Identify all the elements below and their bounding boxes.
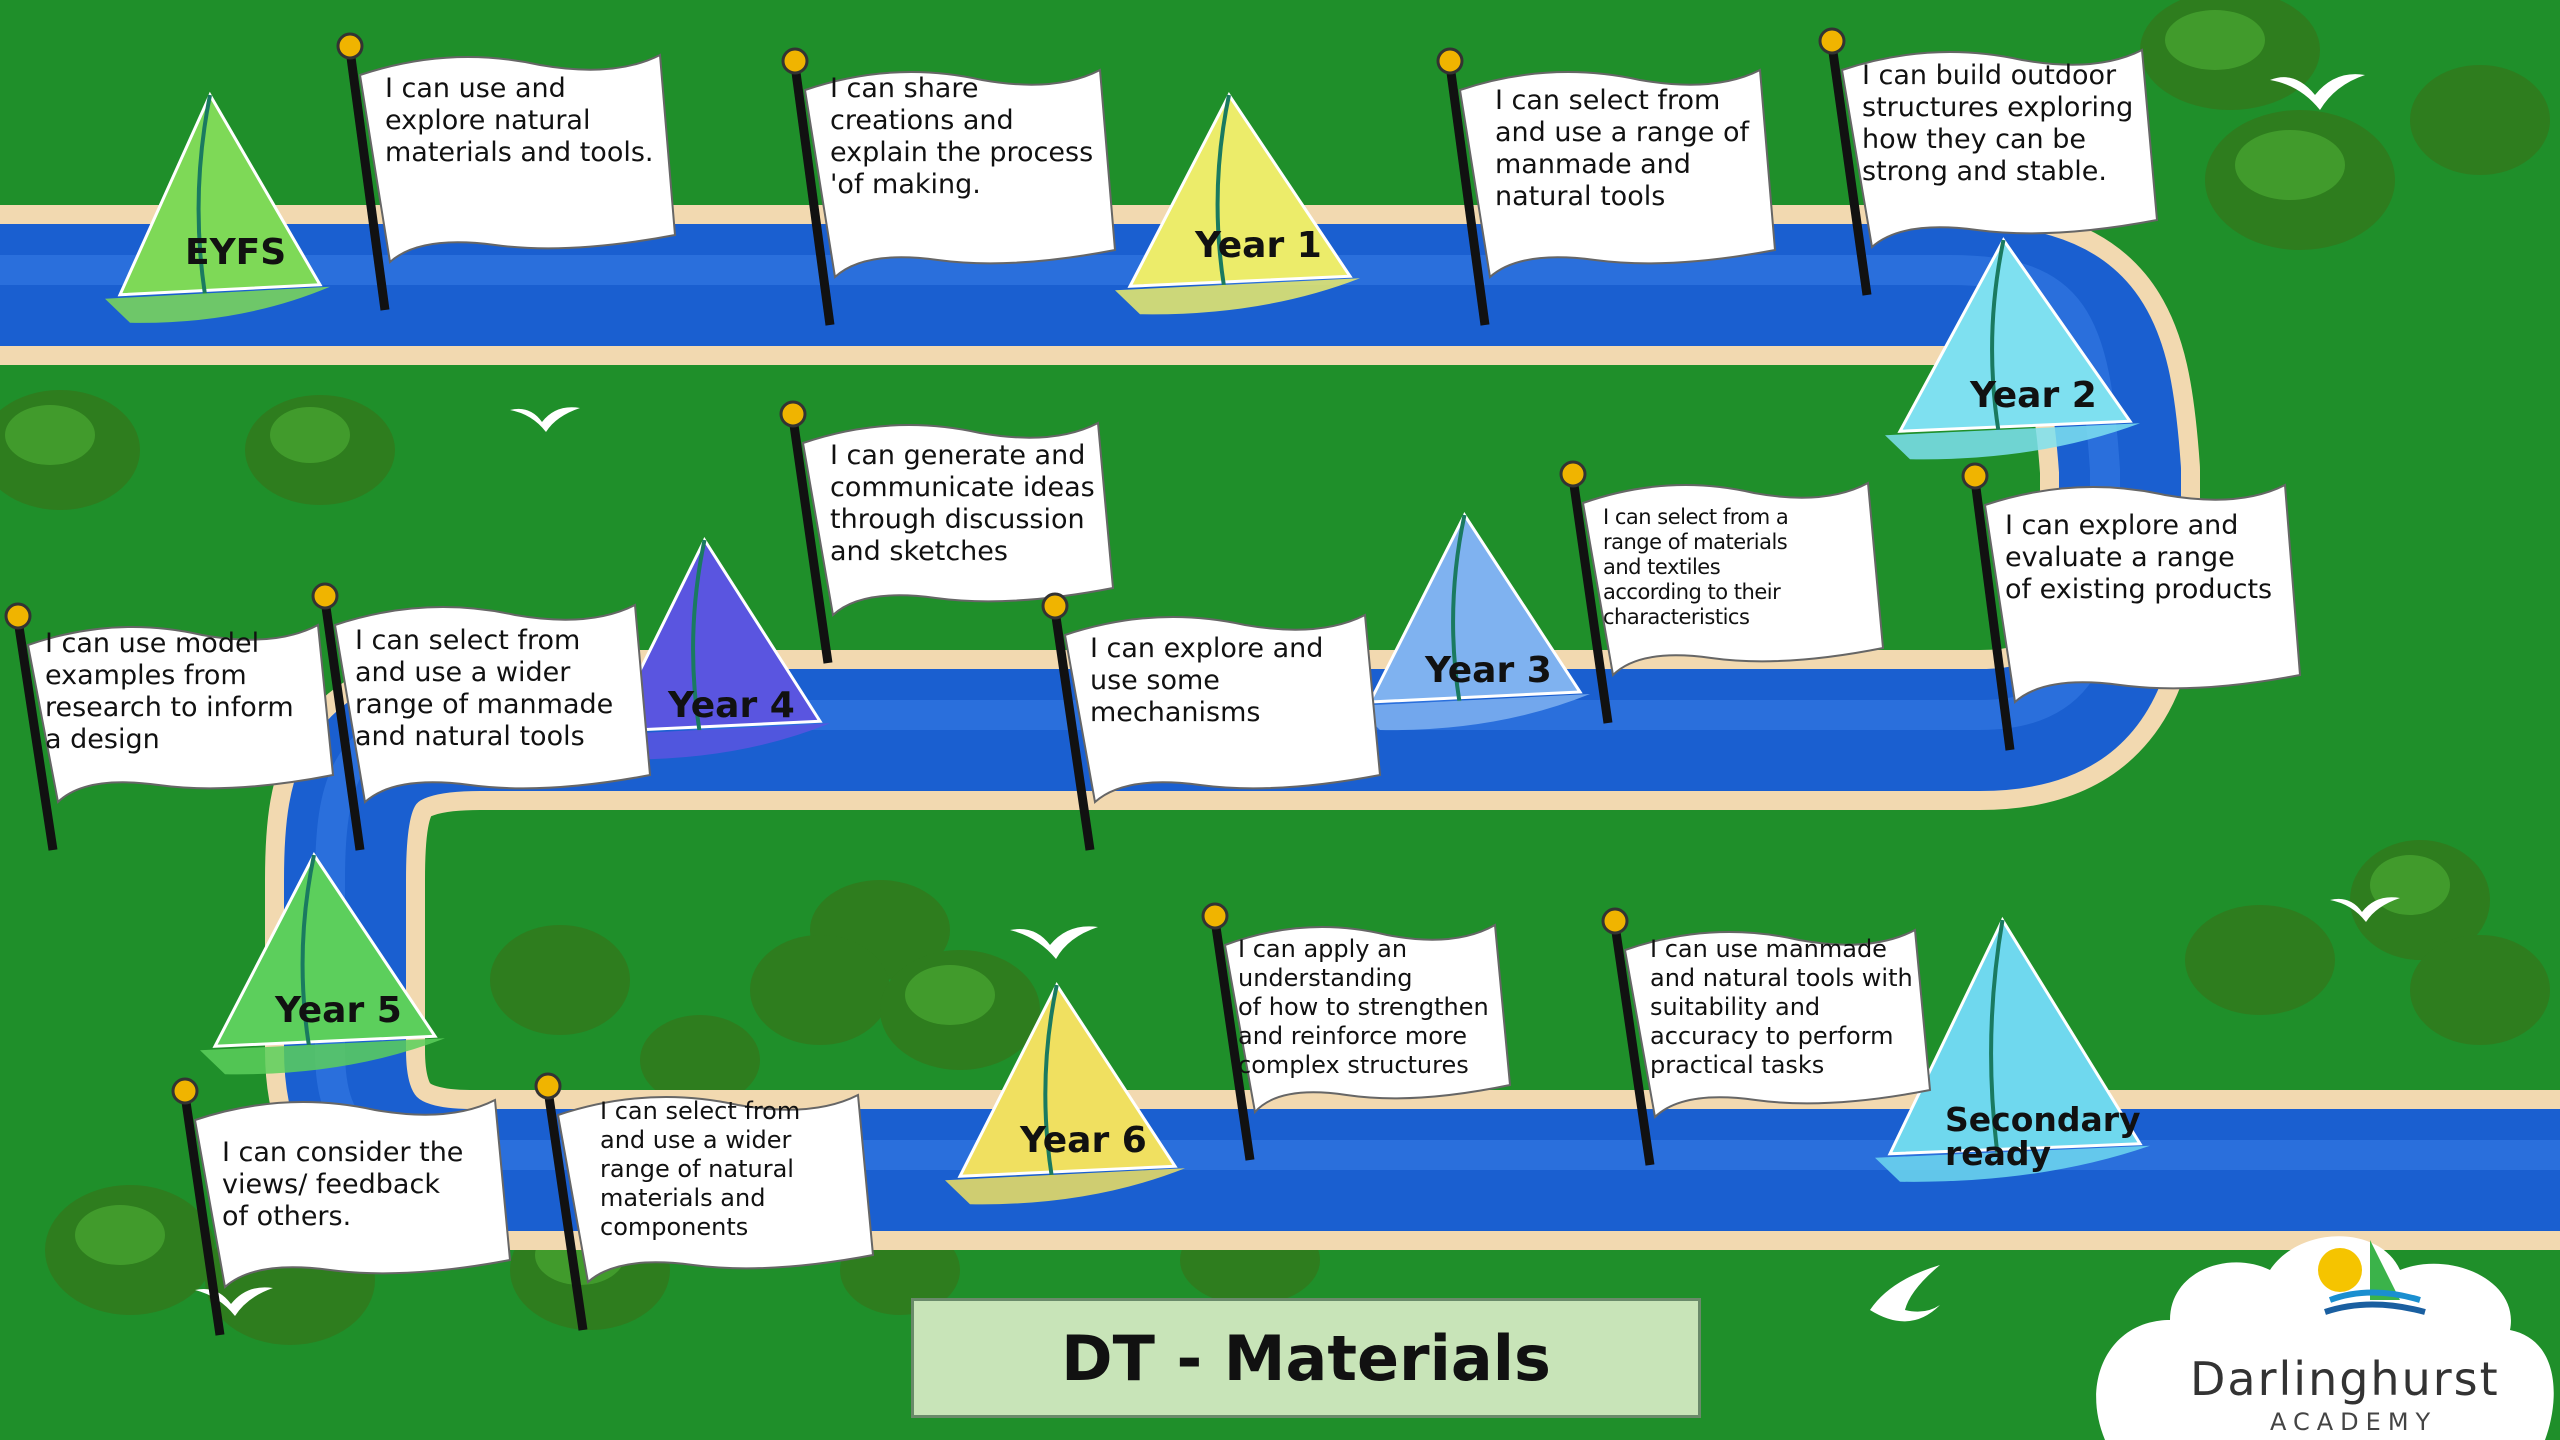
flag-text-f4: I can build outdoor structures exploring… <box>1862 60 2134 187</box>
flag-text-f12: I can use manmade and natural tools with… <box>1650 935 1913 1079</box>
flag-f9 <box>311 582 652 851</box>
boat-label-year1: Year 1 <box>1195 225 1322 266</box>
bird-group <box>195 74 2400 1322</box>
sailboat-year2 <box>1885 237 2140 460</box>
flag-f1 <box>336 32 677 311</box>
flag-text-f14: I can select from and use a wider range … <box>600 1097 801 1241</box>
flag-f7 <box>1961 462 2302 751</box>
boat-label-year5: Year 5 <box>275 990 402 1031</box>
boat-label-year3: Year 3 <box>1425 650 1552 691</box>
flag-f12 <box>1601 907 1932 1166</box>
sailboat-year3 <box>1355 512 1590 731</box>
flag-text-f3: I can select from and use a range of man… <box>1495 85 1749 212</box>
flag-text-f5: I can generate and communicate ideas thr… <box>830 440 1095 567</box>
flag-f10 <box>1041 592 1382 851</box>
sailboat-year4 <box>595 536 830 760</box>
flag-text-f1: I can use and explore natural materials … <box>385 73 654 168</box>
flag-f2 <box>781 47 1117 326</box>
page-title: DT - Materials <box>1061 1321 1551 1395</box>
logo-name: Darlinghurst <box>2190 1352 2500 1406</box>
boat-label-year6: Year 6 <box>1020 1120 1147 1161</box>
flag-f5 <box>779 400 1115 664</box>
sailboat-year1 <box>1115 92 1360 315</box>
boat-label-year4: Year 4 <box>668 685 795 726</box>
flag-text-f8: I can use model examples from research t… <box>45 628 294 755</box>
flag-text-f7: I can explore and evaluate a range of ex… <box>2005 510 2273 605</box>
flag-f11 <box>1201 902 1512 1161</box>
flag-f14 <box>534 1072 875 1331</box>
flag-f3 <box>1436 47 1777 326</box>
flag-text-f10: I can explore and use some mechanisms <box>1090 633 1324 728</box>
sailboat-eyfs <box>105 91 330 323</box>
sailboat-year5 <box>200 852 445 1075</box>
boat-label-secondary: Secondary ready <box>1945 1100 2141 1173</box>
flag-text-f11: I can apply an understanding of how to s… <box>1238 935 1489 1079</box>
logo-subtitle: ACADEMY <box>2270 1408 2438 1436</box>
sailboat-year6 <box>945 982 1185 1205</box>
title-box: DT - Materials <box>911 1298 1701 1418</box>
flag-text-f13: I can consider the views/ feedback of ot… <box>222 1137 464 1232</box>
academy-logo <box>2096 1236 2554 1440</box>
boat-label-eyfs: EYFS <box>185 232 287 273</box>
flag-f8 <box>4 602 335 851</box>
flag-text-f6: I can select from a range of materials a… <box>1603 505 1789 629</box>
flag-f13 <box>171 1077 512 1336</box>
flag-f4 <box>1818 27 2159 296</box>
sailboat-secondary <box>1875 916 2150 1182</box>
flag-f6 <box>1559 460 1885 724</box>
boat-label-year2: Year 2 <box>1970 375 2097 416</box>
flag-text-f9: I can select from and use a wider range … <box>355 625 614 752</box>
flag-text-f2: I can share creations and explain the pr… <box>830 73 1094 200</box>
